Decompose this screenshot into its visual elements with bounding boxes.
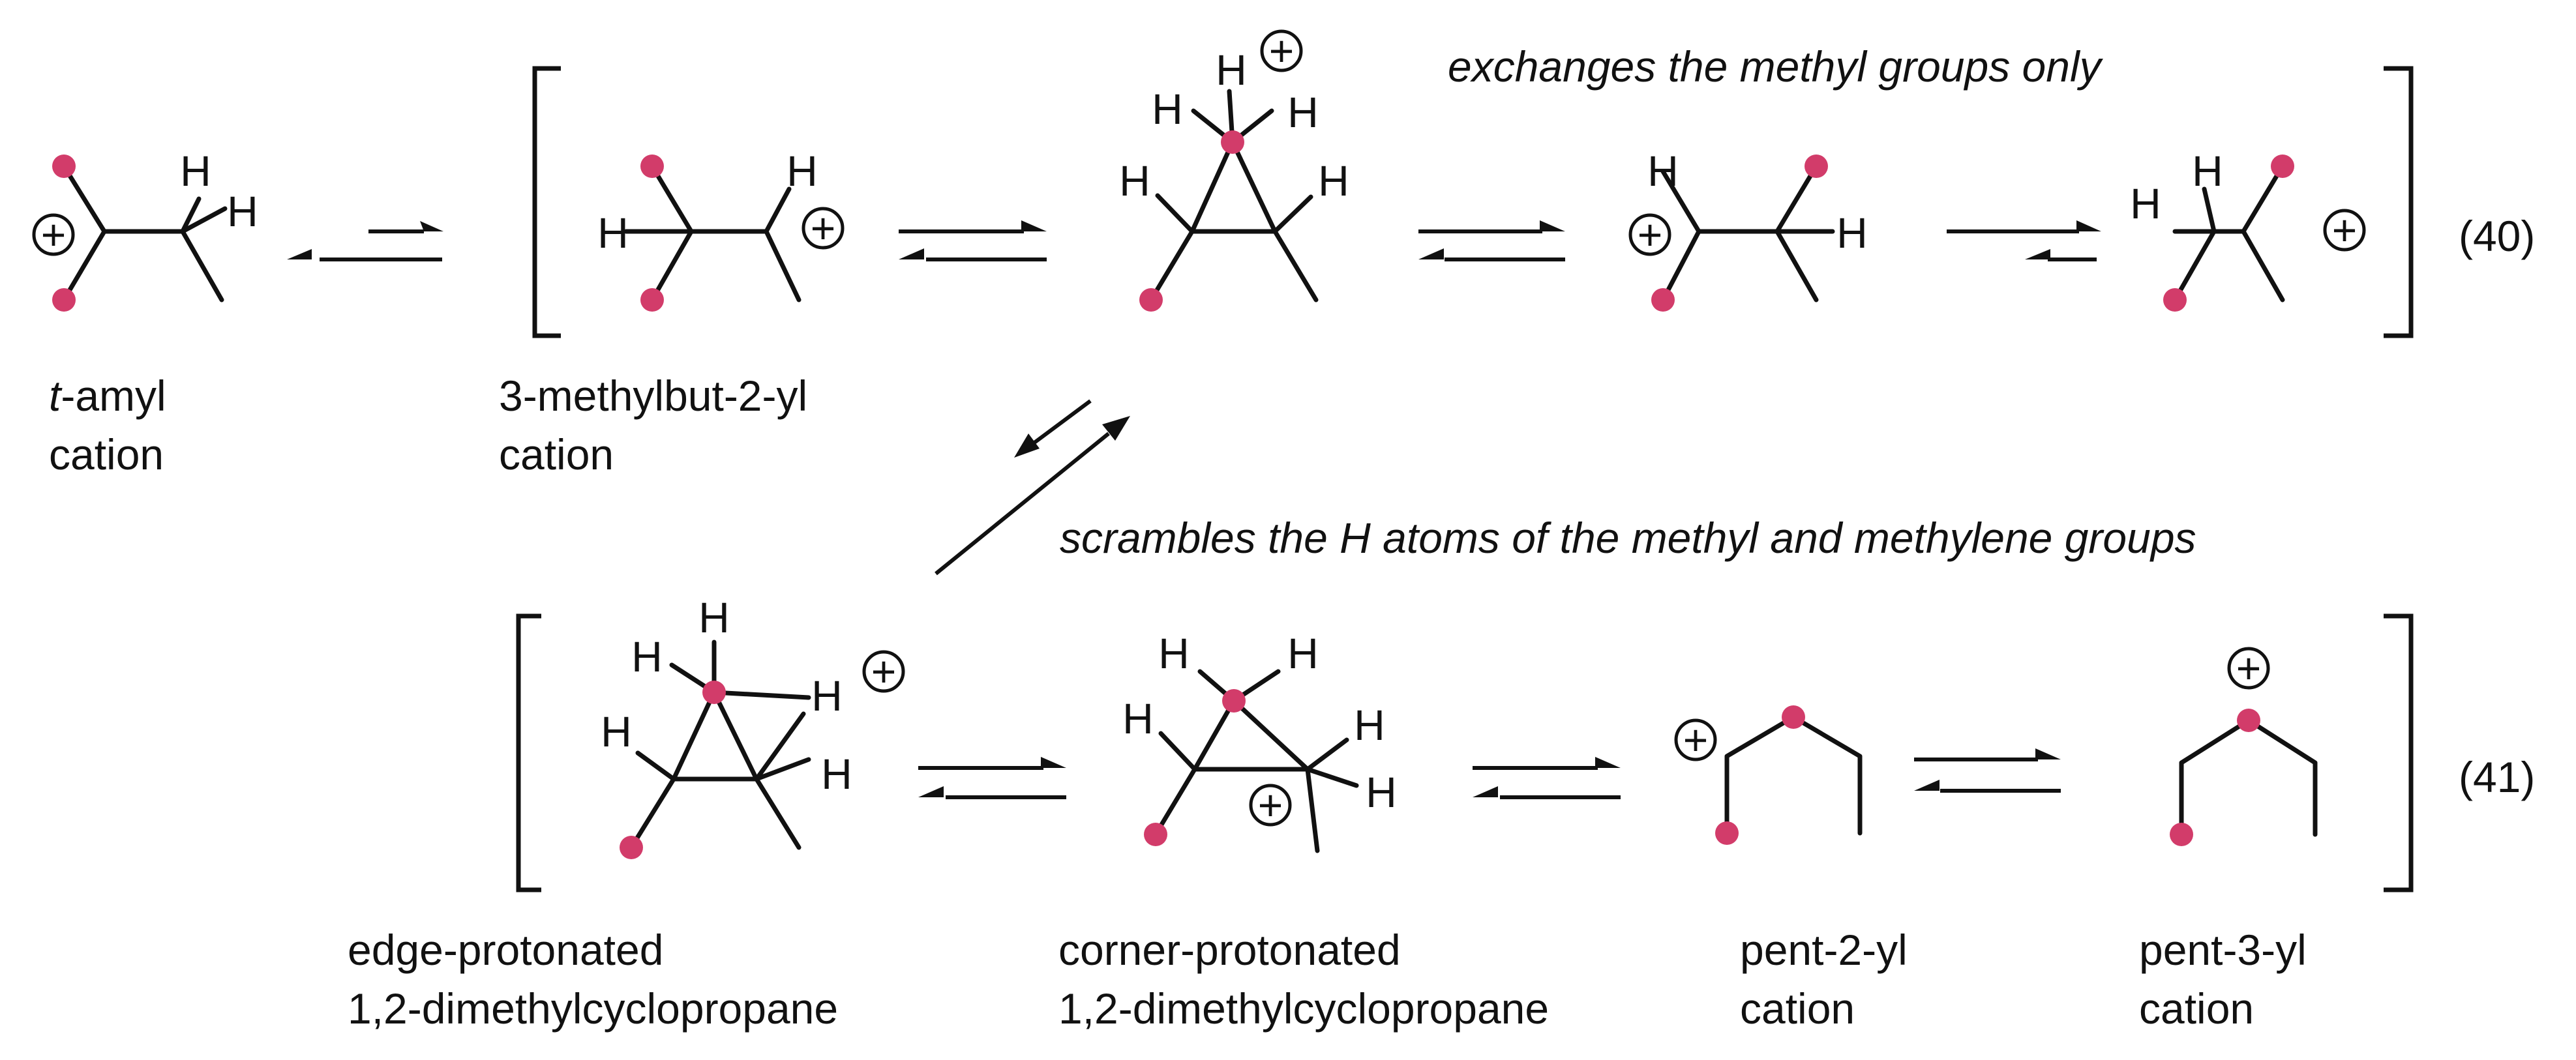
hydrogen-atom: H — [1318, 156, 1349, 205]
equilibrium-arrow — [918, 757, 1066, 799]
hydrogen-atom: H — [1119, 156, 1150, 205]
label-dot — [1139, 288, 1163, 312]
corner-protonated-dimethylcyclopropane-structure: H H H H H + — [1122, 629, 1397, 853]
t-amyl-cation-structure: + H H — [32, 147, 258, 312]
bracket-left — [532, 66, 561, 338]
pent-3-yl-label-line1: pent-3-yl — [2139, 926, 2307, 974]
equilibrium-arrow — [287, 221, 443, 261]
label-dot — [2237, 709, 2260, 732]
label-dot — [702, 681, 726, 704]
hydrogen-atom: H — [1158, 629, 1190, 677]
label-dot — [640, 155, 664, 178]
svg-text:+: + — [1638, 211, 1663, 259]
label-dot — [1221, 130, 1244, 154]
hydrogen-atom: H — [2130, 179, 2161, 228]
hydrogen-atom: H — [1287, 629, 1319, 677]
edge-protonated-label-line2: 1,2-dimethylcyclopropane — [348, 984, 838, 1033]
hydrogen-atom: H — [227, 187, 258, 235]
protonated-cyclopropane-structure: H H H H H + — [1119, 27, 1349, 312]
hydrogen-atom: H — [1836, 209, 1868, 257]
svg-text:+: + — [2236, 644, 2262, 692]
cation-charge: + — [1674, 716, 1717, 764]
annotation-methyl-exchange: exchanges the methyl groups only — [1448, 42, 2104, 91]
hydrogen-atom: H — [1647, 147, 1679, 195]
hydrogen-atom: H — [631, 632, 663, 681]
pent-2-yl-label-line2: cation — [1740, 984, 1855, 1033]
bracket-right — [2384, 613, 2414, 892]
hydrogen-atom: H — [1152, 85, 1183, 133]
edge-protonated-label-line1: edge-protonated — [348, 926, 663, 974]
rearranged-cation-structure: H H + — [2130, 147, 2366, 312]
equation-number-41: (41) — [2459, 753, 2535, 801]
t-amyl-label-line2: cation — [49, 430, 164, 478]
cation-charge: + — [1628, 211, 1671, 259]
hydrogen-atom: H — [821, 750, 852, 798]
3-methylbut-2-yl-label-line2: cation — [499, 430, 614, 478]
svg-text:+: + — [811, 204, 836, 252]
cation-charge: + — [862, 647, 905, 696]
label-dot — [1715, 821, 1739, 845]
equilibrium-arrow — [1418, 220, 1565, 261]
equilibrium-arrow — [1914, 748, 2061, 793]
hydrogen-atom: H — [1122, 694, 1154, 743]
hydrogen-atom: H — [786, 147, 818, 195]
label-dot — [640, 288, 664, 312]
bracket-left — [516, 613, 541, 892]
corner-protonated-label-line1: corner-protonated — [1058, 926, 1401, 974]
label-dot — [1222, 689, 1246, 713]
pent-2-yl-label-line1: pent-2-yl — [1740, 926, 1908, 974]
equilibrium-arrow — [899, 220, 1047, 261]
label-dot — [620, 836, 643, 859]
hydrogen-atom: H — [180, 147, 211, 195]
label-dot — [1144, 823, 1167, 846]
hydrogen-atom: H — [1366, 768, 1397, 816]
hydrogen-atom: H — [601, 707, 632, 756]
label-dot — [1805, 155, 1828, 178]
hydrogen-atom: H — [1287, 88, 1319, 136]
bracket-right — [2384, 66, 2414, 338]
svg-text:+: + — [871, 647, 897, 696]
label-dot — [2163, 288, 2187, 312]
corner-protonated-label-line2: 1,2-dimethylcyclopropane — [1058, 984, 1549, 1033]
equilibrium-arrow-diagonal — [935, 399, 1130, 576]
cation-charge: + — [2227, 644, 2270, 692]
svg-text:+: + — [41, 211, 67, 259]
3-methylbut-2-yl-cation-exchanged-structure: H H + — [1628, 147, 1868, 312]
cation-charge: + — [801, 204, 845, 252]
equilibrium-arrow — [1947, 220, 2101, 261]
pent-3-yl-label-line2: cation — [2139, 984, 2254, 1033]
annotation-h-scrambling: scrambles the H atoms of the methyl and … — [1060, 514, 2196, 562]
edge-protonated-dimethylcyclopropane-structure: H H H H H + — [601, 593, 905, 859]
cation-charge: + — [2323, 206, 2366, 254]
t-amyl-label-line1: t-amyl — [49, 372, 166, 420]
equilibrium-arrow — [1473, 757, 1621, 799]
pent-3-yl-cation-structure: + — [2170, 644, 2318, 846]
hydrogen-atom: H — [597, 209, 629, 257]
hydrogen-atom: H — [811, 671, 843, 720]
label-dot — [2271, 155, 2294, 178]
label-dot — [1651, 288, 1675, 312]
label-dot — [2170, 823, 2193, 846]
label-dot — [52, 288, 76, 312]
pent-2-yl-cation-structure: + — [1674, 705, 1863, 845]
cation-charge: + — [1249, 781, 1292, 829]
equation-number-40: (40) — [2459, 212, 2535, 260]
hydrogen-atom: H — [1354, 701, 1385, 749]
svg-text:+: + — [1258, 781, 1283, 829]
hydrogen-atom: H — [698, 593, 730, 641]
hydrogen-atom: H — [2192, 147, 2223, 195]
cation-charge: + — [1260, 27, 1303, 75]
svg-text:+: + — [2332, 206, 2358, 254]
hydrogen-atom: H — [1216, 46, 1247, 94]
3-methylbut-2-yl-label-line1: 3-methylbut-2-yl — [499, 372, 807, 420]
cation-charge: + — [32, 211, 75, 259]
svg-text:+: + — [1683, 716, 1709, 764]
label-dot — [1782, 705, 1805, 729]
label-dot — [52, 155, 76, 178]
3-methylbut-2-yl-cation-structure: H H + — [597, 147, 845, 312]
svg-text:+: + — [1269, 27, 1295, 75]
